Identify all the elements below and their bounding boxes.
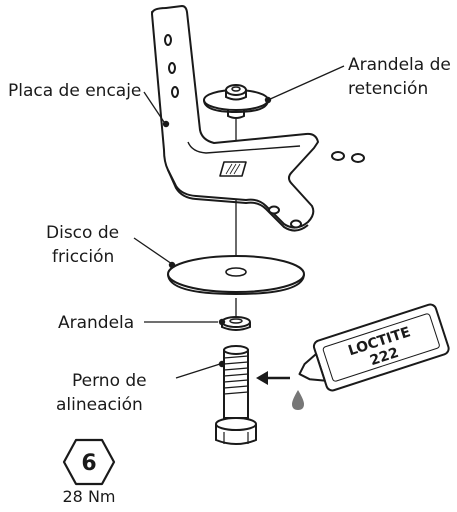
label-perno-de-alineacion-1: Perno de [72, 371, 147, 391]
glue-drop-icon [292, 390, 304, 410]
leader-dots [162, 96, 272, 368]
small-washer [221, 316, 251, 331]
apply-arrow [256, 371, 290, 385]
label-disco-de-friccion-2: fricción [52, 247, 114, 267]
label-perno-de-alineacion-2: alineación [56, 395, 143, 415]
label-arandela-de-retencion-2: retención [348, 79, 428, 99]
label-disco-de-friccion-1: Disco de [46, 223, 119, 243]
label-arandela-de-retencion-1: Arandela de [348, 55, 451, 75]
hex-size: 6 [81, 451, 96, 476]
torque-spec: 6 28 Nm [62, 438, 116, 506]
leader-lines [133, 65, 345, 379]
loctite-tube: LOCTITE 222 [298, 303, 450, 392]
label-placa-de-encaje: Placa de encaje [8, 81, 141, 101]
alignment-bolt [215, 345, 257, 445]
friction-disc [167, 255, 305, 296]
torque-value: 28 Nm [63, 487, 116, 506]
label-arandela: Arandela [58, 313, 134, 333]
hex-key-icon [62, 438, 116, 486]
retention-washer [203, 84, 269, 119]
mounting-plate [151, 5, 365, 232]
